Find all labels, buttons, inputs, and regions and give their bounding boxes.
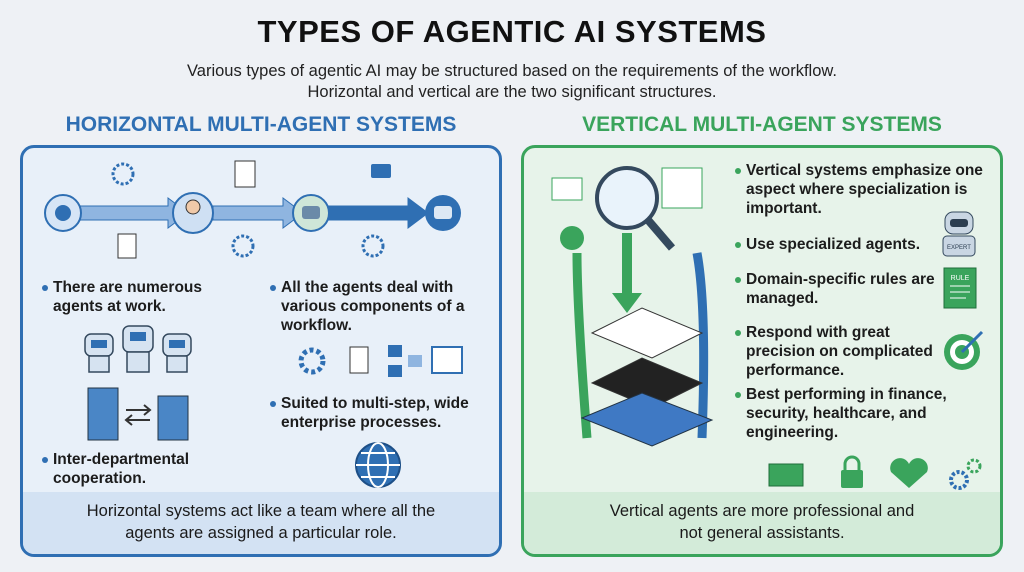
horizontal-footer-line-2: agents are assigned a particular role. [125, 524, 397, 542]
bullet-precision: Respond with great precision on complica… [735, 323, 946, 380]
workflow-flow-diagram-icon [44, 160, 461, 259]
vertical-footer-line-1: Vertical agents are more professional an… [609, 502, 915, 520]
globe-icon [355, 442, 401, 488]
subtitle-line-2: Horizontal and vertical are the two sign… [307, 83, 717, 101]
vertical-stack-diagram-icon [551, 166, 714, 447]
vertical-panel: Vertical systems emphasize one aspect wh… [521, 145, 1003, 557]
horizontal-panel: There are numerous agents at work. Inter… [20, 145, 502, 557]
vertical-footer: Vertical agents are more professional an… [524, 492, 1000, 554]
bullet-specialized-agents: Use specialized agents. [735, 235, 936, 254]
bullet-workflow-components: All the agents deal with various compone… [270, 278, 491, 335]
rule-book-text: RULE [951, 275, 970, 282]
bullet-domain-rules: Domain-specific rules are managed. [735, 271, 935, 307]
workflow-process-icons [298, 345, 463, 377]
bullet-vertical-emphasis: Vertical systems emphasize one aspect wh… [735, 161, 996, 218]
expert-badge-text: EXPERT [947, 245, 971, 251]
target-icon [944, 330, 984, 370]
rule-book-icon: RULE [943, 267, 977, 309]
buildings-exchange-icon [87, 387, 189, 441]
bullet-best-performing: Best performing in finance, security, he… [735, 385, 996, 442]
horizontal-footer-line-1: Horizontal systems act like a team where… [86, 502, 436, 520]
subtitle-line-1: Various types of agentic AI may be struc… [187, 62, 837, 80]
horizontal-footer: Horizontal systems act like a team where… [23, 492, 499, 554]
expert-robot-icon: EXPERT [942, 211, 976, 257]
bullet-multi-step: Suited to multi-step, wide enterprise pr… [270, 394, 491, 432]
vertical-footer-line-2: not general assistants. [679, 524, 845, 542]
robots-team-icon [84, 325, 192, 373]
horizontal-heading: HORIZONTAL MULTI-AGENT SYSTEMS [65, 113, 457, 136]
page-title: TYPES OF AGENTIC AI SYSTEMS [257, 14, 767, 49]
vertical-heading: VERTICAL MULTI-AGENT SYSTEMS [582, 113, 942, 136]
domain-icons [768, 455, 982, 490]
bullet-inter-departmental: Inter-departmental cooperation. [42, 450, 253, 488]
bullet-numerous-agents: There are numerous agents at work. [42, 278, 253, 316]
